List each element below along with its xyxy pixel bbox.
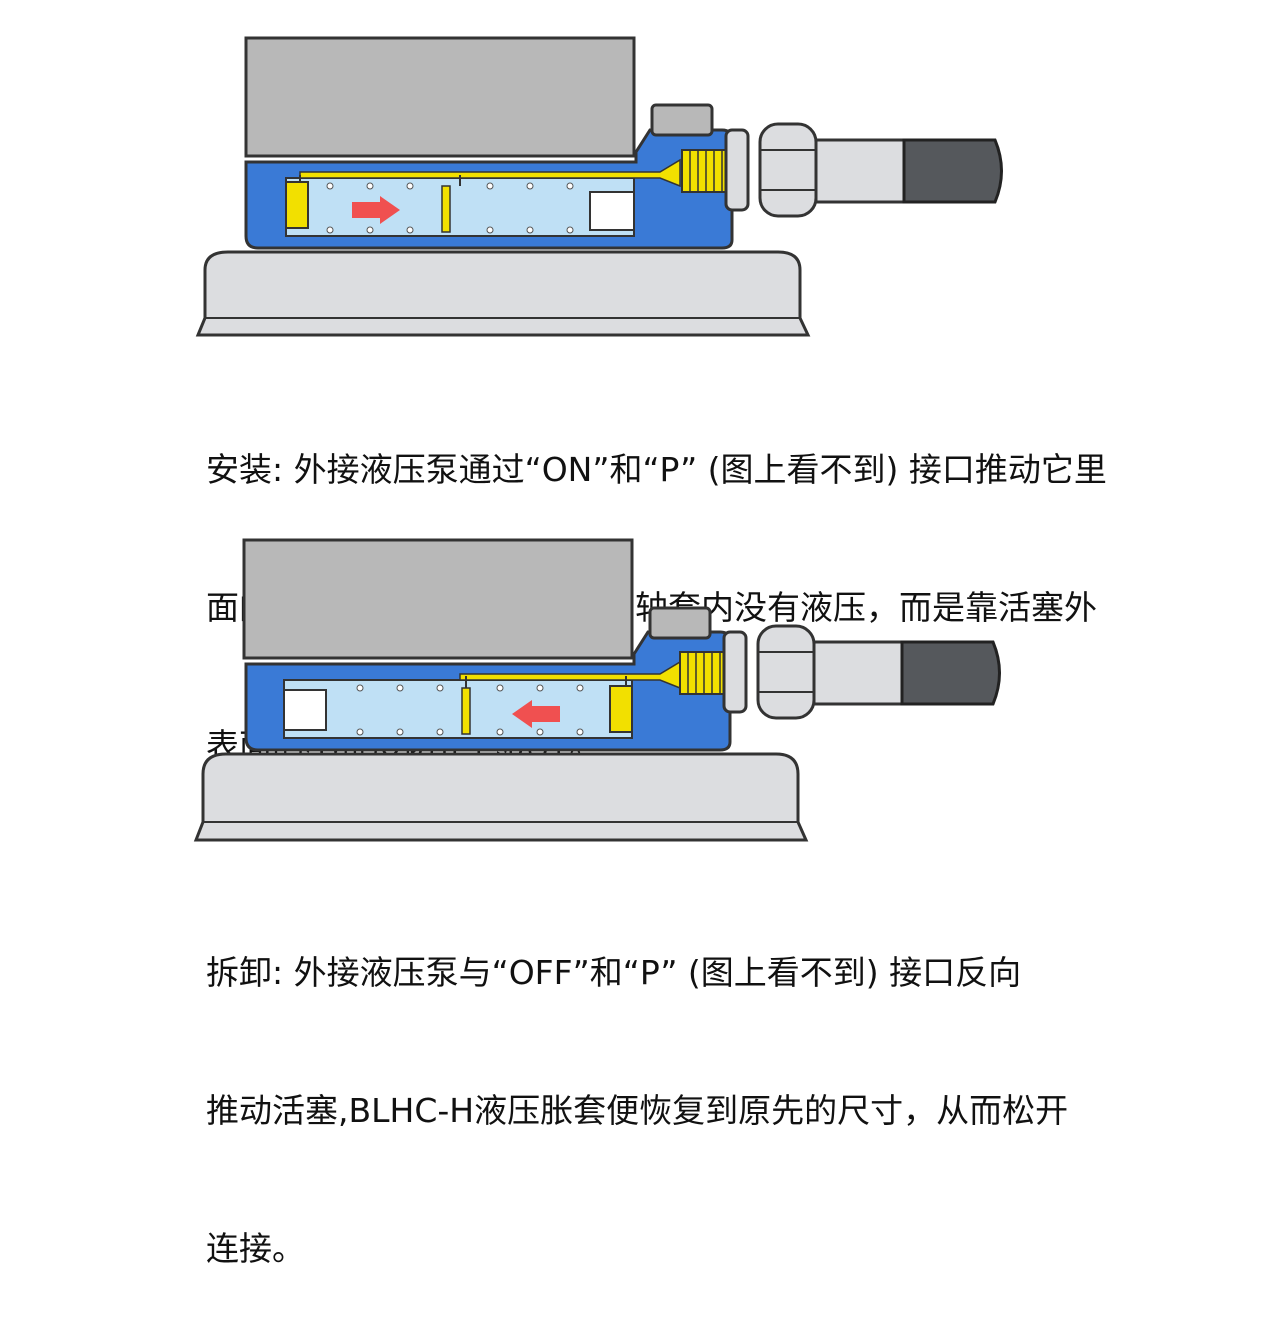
- piston-seal-left: [285, 181, 309, 229]
- piston-seal-right: [609, 685, 633, 733]
- piston-ring: [441, 185, 451, 233]
- hydraulic-sleeve: [244, 606, 732, 752]
- oil-chamber: [285, 177, 635, 237]
- piston-ring: [461, 687, 471, 735]
- install-diagram: [0, 0, 1273, 345]
- hydraulic-sleeve: [244, 103, 734, 250]
- shaft: [195, 250, 811, 337]
- install-caption-line: 安装: 外接液压泵通过“ON”和“P” (图上看不到) 接口推动它里: [206, 450, 1107, 489]
- chamber-void: [589, 191, 635, 231]
- remove-caption: 拆卸: 外接液压泵与“OFF”和“P” (图上看不到) 接口反向 推动活塞,BL…: [206, 858, 1206, 1318]
- remove-caption-line: 拆卸: 外接液压泵与“OFF”和“P” (图上看不到) 接口反向: [206, 953, 1022, 992]
- remove-diagram-svg: [193, 538, 1001, 842]
- arrow-right-icon: [352, 196, 400, 224]
- arrow-left-icon: [512, 700, 560, 728]
- hydraulic-hose: [902, 138, 1003, 204]
- hydraulic-hose: [900, 640, 1001, 706]
- shaft: [193, 752, 809, 842]
- remove-caption-line: 连接。: [206, 1229, 305, 1268]
- remove-diagram: [0, 530, 1273, 850]
- remove-caption-line: 推动活塞,BLHC-H液压胀套便恢复到原先的尺寸，从而松开: [206, 1091, 1069, 1130]
- oil-chamber: [283, 679, 633, 739]
- top-plug: [648, 606, 712, 640]
- hydraulic-fitting: [681, 122, 906, 218]
- machine-block: [244, 36, 636, 158]
- install-diagram-svg: [195, 36, 1003, 337]
- top-plug: [650, 103, 714, 137]
- hydraulic-fitting: [679, 624, 904, 720]
- machine-block: [242, 538, 634, 660]
- chamber-void: [283, 689, 327, 731]
